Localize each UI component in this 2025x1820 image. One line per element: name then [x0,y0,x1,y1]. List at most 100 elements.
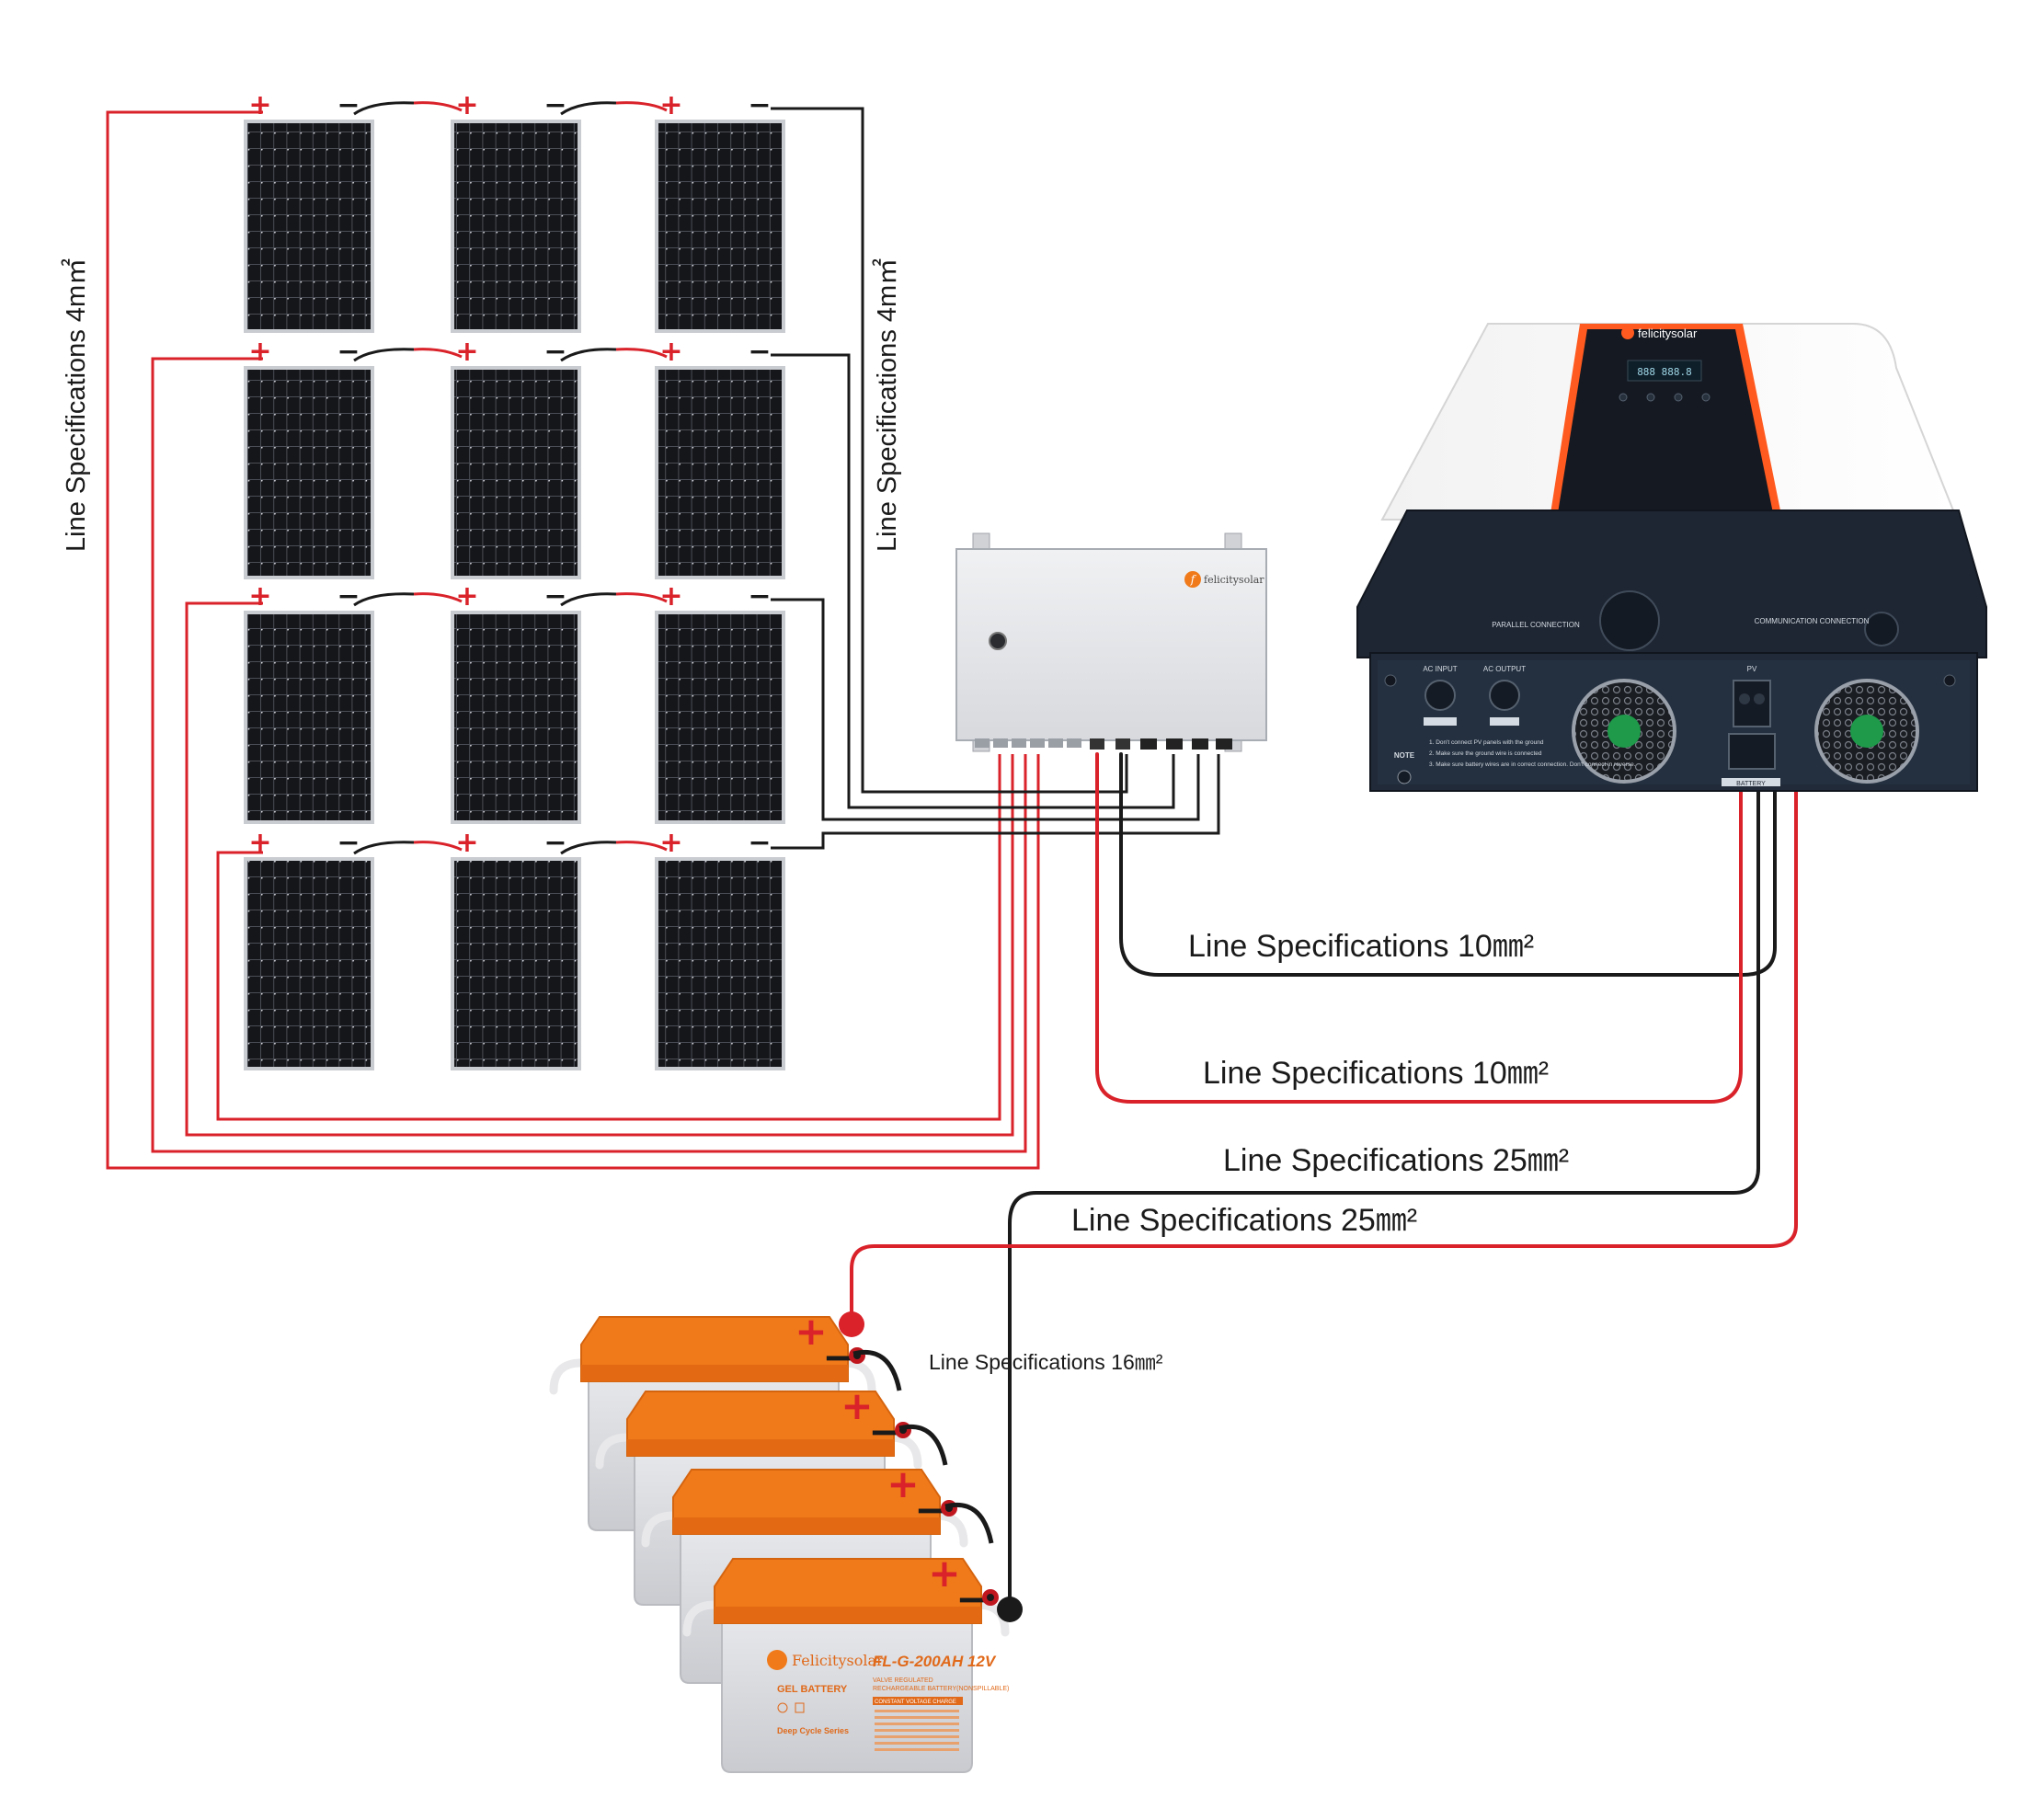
ac-output-port [1489,680,1520,711]
battery-terminal-label: BATTERY [1736,781,1766,787]
solar-panel: +− [451,336,581,579]
inverter-lcd-readout: 888 888.8 [1637,366,1692,378]
panel-positive-sign: + [455,336,478,368]
panel-negative-sign: − [748,336,771,368]
solar-panel: +− [655,580,785,824]
panel-positive-sign: + [659,827,682,859]
solar-panel: +− [451,580,581,824]
solar-panel: +− [244,827,374,1070]
combiner-to-inverter-negative-wire [1119,752,1777,977]
pv-array: +−+−+−+−+−+−+−+−+−+−+−+− [244,89,785,1070]
inverter-buttons [1619,393,1710,402]
panel-negative-sign: − [748,827,771,859]
solar-panel: +− [451,89,581,333]
ac-input-label: AC INPUT [1423,665,1457,673]
communication-connection-label: COMMUNICATION CONNECTION [1755,617,1870,625]
inverter-to-battery-positive-wire [850,784,1798,1317]
combiner-to-inverter-positive-wire [1095,752,1743,1104]
string2-positive-wire [151,357,1027,1153]
hybrid-inverter: felicitysolar 888 888.8 PARALLEL CONNECT… [1356,323,1987,792]
solar-panel: +− [244,580,374,824]
battery-positive-sign: + [795,1309,827,1354]
inverter-note-1: 1. Don't connect PV panels with the grou… [1429,739,1544,746]
battery-positive-line-label: Line Specifications 25㎜² [1071,1203,1417,1238]
combiner-logo-mark: f [1190,573,1197,586]
panel-positive-sign: + [659,89,682,121]
combiner-cable-glands [975,738,1232,750]
pv-left-line-label: Line Specifications 4m㎡ [61,258,91,552]
ground-screw-icon [1397,770,1412,784]
inverter-to-battery-negative-wire [1008,784,1760,1611]
solar-panel: +− [655,827,785,1070]
combiner-inverter-negative-label: Line Specifications 10㎜² [1188,929,1534,964]
battery-terminal [1728,733,1776,770]
battery-series: Deep Cycle Series [777,1726,849,1735]
panel-positive-sign: + [248,89,271,121]
pv-terminal [1733,680,1771,727]
panel-negative-sign: − [543,336,566,368]
combiner-logo-icon [1184,571,1201,588]
inverter-note-title: NOTE [1394,751,1415,760]
panel-positive-sign: + [455,827,478,859]
parallel-connection-label: PARALLEL CONNECTION [1492,621,1580,629]
string4-negative-wire [771,754,1220,850]
battery-subtitle-2: RECHARGEABLE BATTERY(NONSPILLABLE) [873,1686,1009,1692]
pv-string-wires [106,107,1220,1170]
battery-model: FL-G-200AH 12V [873,1653,997,1670]
battery-subtitle-3: CONSTANT VOLTAGE CHARGE [875,1700,956,1705]
communication-port-icon [1864,612,1899,647]
string2-negative-wire [771,353,1175,809]
panel-negative-sign: − [337,580,360,612]
panel-positive-sign: + [248,580,271,612]
battery-negative-line-label: Line Specifications 25㎜² [1223,1143,1569,1178]
inverter-note-3: 3. Make sure battery wires are in correc… [1429,761,1636,768]
battery-type: GEL BATTERY [777,1684,848,1695]
panel-negative-sign: − [748,580,771,612]
panel-positive-sign: + [659,580,682,612]
ac-output-label: AC OUTPUT [1483,665,1526,673]
panel-negative-sign: − [543,827,566,859]
pv-right-line-label: Line Specifications 4m㎡ [872,258,902,552]
string3-positive-wire [185,601,1014,1137]
pv-terminal-label: PV [1747,665,1757,673]
panel-positive-sign: + [248,336,271,368]
combiner-inverter-positive-label: Line Specifications 10㎜² [1203,1056,1549,1091]
battery-logo-icon [767,1650,787,1670]
battery-negative-terminal-dot [997,1597,1023,1622]
battery-series-line-label: Line Specifications 16㎜² [929,1350,1163,1374]
string4-positive-wire [216,754,1001,1121]
ac-input-port [1424,680,1456,711]
solar-panel: +− [244,336,374,579]
battery-subtitle-1: VALVE REGULATED [873,1677,933,1684]
inverter-note-2: 2. Make sure the ground wire is connecte… [1429,750,1542,757]
solar-panel: +− [244,89,374,333]
panel-positive-sign: + [455,89,478,121]
parallel-port-icon [1599,590,1660,651]
panel-jumpers [353,101,668,855]
string3-negative-wire [771,598,1200,821]
pv-combiner-box: f felicitysolar [955,532,1267,752]
string1-positive-wire [106,110,1040,1170]
panel-negative-sign: − [337,827,360,859]
heavy-wires [850,752,1798,1611]
solar-panel: +− [451,827,581,1070]
panel-positive-sign: + [659,336,682,368]
panel-positive-sign: + [455,580,478,612]
battery-brand: Felicitysolar [792,1652,884,1669]
inverter-brand: felicitysolar [1638,326,1698,340]
combiner-brand: felicitysolar [1204,574,1264,586]
battery-positive-sign: + [887,1461,919,1506]
panel-negative-sign: − [337,89,360,121]
string1-negative-wire [771,107,1128,794]
solar-panel: +− [655,336,785,579]
inverter-logo-icon [1621,326,1634,339]
panel-negative-sign: − [543,89,566,121]
panel-negative-sign: − [337,336,360,368]
battery-positive-sign: + [928,1551,960,1596]
battery-positive-sign: + [841,1383,873,1428]
solar-panel: +− [655,89,785,333]
panel-negative-sign: − [748,89,771,121]
